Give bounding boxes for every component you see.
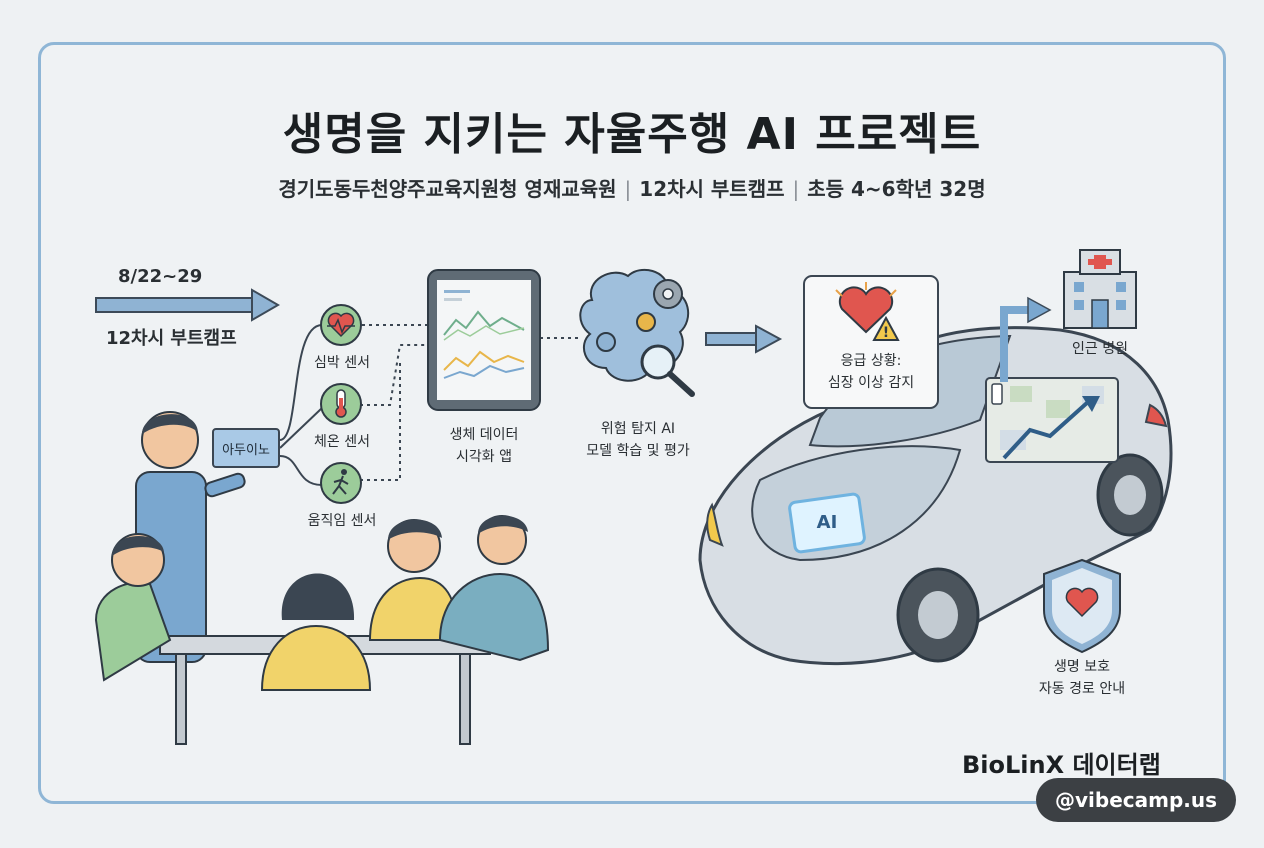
timeline-dates: 8/22~29 <box>118 266 203 287</box>
arduino-chip: 아두이노 <box>212 428 280 468</box>
car-ai-badge: AI <box>816 512 838 533</box>
tablet-icon <box>427 269 541 411</box>
shield-line2: 자동 경로 안내 <box>1038 681 1126 697</box>
tablet-label-line1: 생체 데이터 <box>449 427 519 443</box>
poster-subtitle: 경기도동두천양주교육지원청 영재교육원 | 12차시 부트캠프 | 초등 4~6학년 3… <box>0 173 1264 202</box>
shield-heart-icon <box>1043 558 1121 654</box>
sensor-label-temp: 체온 센서 <box>314 434 370 450</box>
tablet-label: 생체 데이터 시각화 앱 <box>428 424 540 468</box>
right-arrow-icon <box>705 324 783 354</box>
subtitle-separator: | <box>792 177 800 201</box>
hospital-label: 인근 병원 <box>1072 341 1128 357</box>
alert-line1: 응급 상황: <box>840 353 902 369</box>
subtitle-separator: | <box>624 177 632 201</box>
tablet-label-line2: 시각화 앱 <box>456 449 512 465</box>
up-arrow-icon <box>1000 306 1030 382</box>
timeline-label: 12차시 부트캠프 <box>106 328 237 349</box>
alert-label: 응급 상황: 심장 이상 감지 <box>804 350 938 394</box>
hospital-icon <box>1063 249 1137 329</box>
poster-title: 생명을 지키는 자율주행 AI 프로젝트 <box>282 109 982 160</box>
subtitle-org: 경기도동두천양주교육지원청 영재교육원 <box>278 177 617 201</box>
sensor-label-motion: 움직임 센서 <box>307 513 377 529</box>
students-illustration <box>94 411 550 745</box>
alert-line2: 심장 이상 감지 <box>827 375 915 391</box>
svg-text:!: ! <box>883 325 889 341</box>
ai-model-line2: 모델 학습 및 평가 <box>586 443 690 459</box>
ai-model-line1: 위험 탐지 AI <box>600 421 676 437</box>
subtitle-target: 초등 4~6학년 32명 <box>807 177 986 201</box>
timeline-arrow-icon <box>95 288 281 322</box>
ai-model-label: 위험 탐지 AI 모델 학습 및 평가 <box>560 418 716 462</box>
shield-label: 생명 보호 자동 경로 안내 <box>1018 656 1146 700</box>
shield-line1: 생명 보호 <box>1054 659 1110 675</box>
dotted-connectors <box>360 324 582 481</box>
walking-person-icon <box>320 462 362 504</box>
sensor-connectors <box>279 324 323 486</box>
brain-ai-icon <box>579 268 695 397</box>
heart-pulse-icon <box>320 304 362 346</box>
sensor-label-heart: 심박 센서 <box>314 355 370 371</box>
subtitle-program: 12차시 부트캠프 <box>639 177 785 201</box>
thermometer-icon <box>320 383 362 425</box>
alert-box: ! <box>803 275 939 409</box>
watermark-badge[interactable]: @vibecamp.us <box>1036 778 1236 822</box>
brand-name: BioLinX 데이터랩 <box>962 751 1161 779</box>
map-screen-icon <box>985 377 1119 463</box>
